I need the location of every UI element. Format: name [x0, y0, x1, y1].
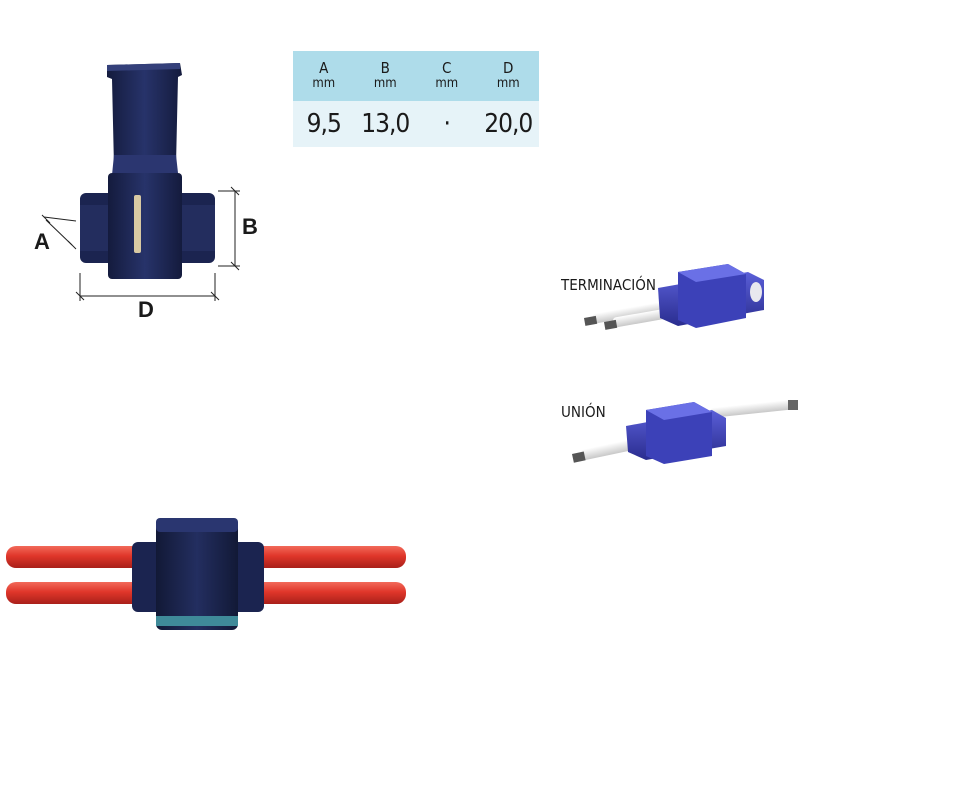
dark-connector-body — [132, 518, 264, 630]
connector-dimension-diagram — [41, 63, 240, 301]
termination-label: TERMINACIÓN — [561, 276, 656, 294]
table-row: 9,5 13,0 · 20,0 — [293, 101, 539, 147]
table-cell-d: 20,0 — [477, 101, 539, 147]
union-label: UNIÓN — [561, 403, 606, 421]
table-header-a: A mm — [293, 51, 355, 101]
table-header-d: D mm — [477, 51, 539, 101]
table-header-b: B mm — [354, 51, 416, 101]
table-header-row: A mm B mm C mm D mm — [293, 51, 539, 101]
termination-connector-image — [584, 264, 764, 330]
dimension-label-a: A — [34, 229, 50, 254]
connector-lid — [107, 63, 182, 175]
connector-body — [80, 173, 215, 279]
dimension-label-d: D — [138, 297, 154, 322]
table-cell-a: 9,5 — [293, 101, 355, 147]
dimension-table: A mm B mm C mm D mm 9,5 13,0 · 20,0 — [293, 51, 539, 147]
table-header-c: C mm — [416, 51, 478, 101]
union-connector-image — [572, 399, 798, 464]
table-cell-c: · — [416, 101, 478, 147]
red-wire-connector-image — [6, 518, 406, 630]
dimension-label-b: B — [242, 214, 258, 239]
table-cell-b: 13,0 — [354, 101, 416, 147]
dimension-lines — [41, 186, 240, 301]
